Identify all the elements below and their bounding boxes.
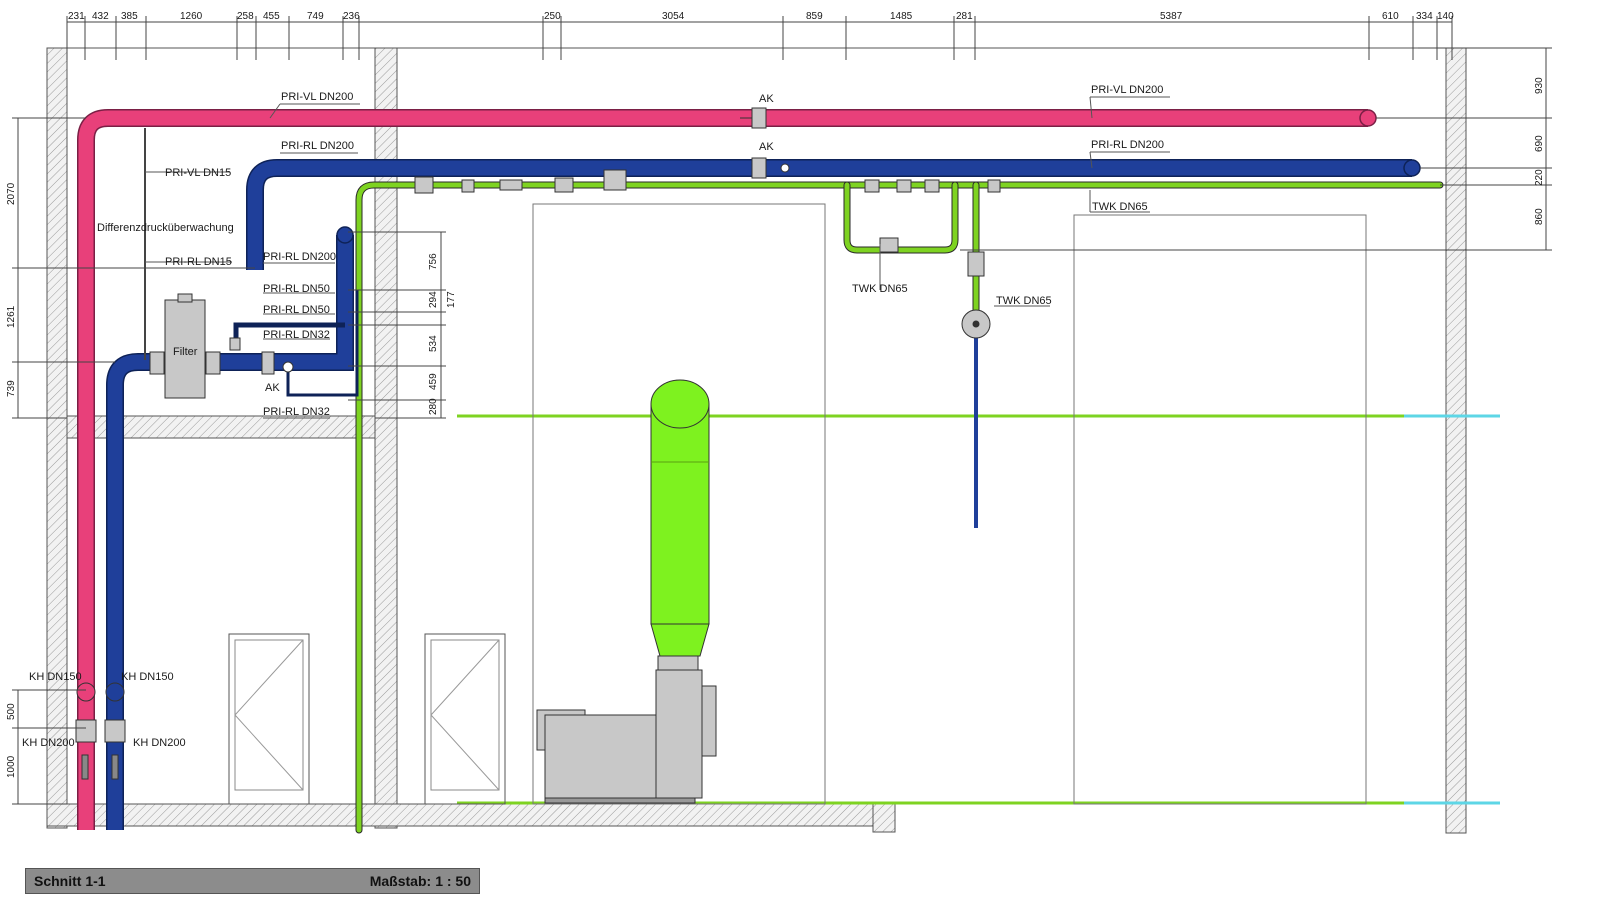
dim-left-2: 1261 [6,305,17,328]
dim-right-2: 690 [1534,135,1545,152]
kh-dn200-return [104,719,126,743]
dim-top-11: 859 [806,11,823,22]
pri-rl-dn32-line [286,290,359,397]
dim-top-6: 455 [263,11,280,22]
label-pri-rl-dn32-a: PRI-RL DN32 [263,329,330,341]
kh-dn150-supply [76,682,96,702]
scale-indicator: Maßstab: 1 : 50 [370,873,471,889]
label-twk-dn65-top: TWK DN65 [1092,201,1148,213]
dim-inner-6: 280 [428,398,439,415]
dim-inner-5: 459 [428,373,439,390]
section-title: Schnitt 1-1 [34,873,106,889]
label-pri-vl-dn200-right: PRI-VL DN200 [1091,84,1163,96]
dim-right-4: 860 [1534,208,1545,225]
ak-valve-return [751,157,767,179]
label-differenzdruck: Differenzdrucküberwachung [97,222,234,234]
label-pri-rl-dn200-mid: PRI-RL DN200 [263,251,336,263]
label-ak-return: AK [759,141,774,153]
label-filter: Filter [173,346,198,358]
room-outline-center [532,203,826,805]
dim-left-3: 739 [6,380,17,397]
dim-top-7: 749 [307,11,324,22]
room-outline-right [1073,214,1367,805]
inner-dimension-chain: 756 294 177 534 459 280 [348,231,457,419]
label-kh-dn200-a: KH DN200 [22,737,75,749]
dim-top-2: 432 [92,11,109,22]
dim-inner-4: 534 [428,335,439,352]
twk-loop [843,181,959,254]
cold-water-piping [355,181,1444,834]
dim-top-10: 3054 [662,11,685,22]
dim-left-1: 2070 [6,182,17,205]
dim-top-5: 258 [237,11,254,22]
return-piping [106,159,1421,830]
dim-left-4: 500 [6,703,17,720]
left-wall [46,47,68,829]
fittings [75,107,1001,780]
kh-dn150-return [105,682,125,702]
scale-value: 1 : 50 [435,873,471,889]
dim-top-12: 1485 [890,11,913,22]
dim-top-3: 385 [121,11,138,22]
pri-vl-end-cap [1359,109,1377,127]
building-structure [46,47,1500,834]
label-pri-vl-dn200-left: PRI-VL DN200 [281,91,353,103]
twk-main-line [355,181,1444,834]
label-twk-dn65-mid: TWK DN65 [852,283,908,295]
tank-and-pump-unit [536,379,717,804]
floor-slab-stub [872,803,896,833]
label-kh-dn150-b: KH DN150 [121,671,174,683]
dim-right-1: 930 [1534,77,1545,94]
label-twk-dn65-right: TWK DN65 [996,295,1052,307]
right-dimension-chain: 930 690 220 860 [960,47,1552,251]
dim-inner-2: 294 [428,291,439,308]
label-pri-rl-dn200-right: PRI-RL DN200 [1091,139,1164,151]
right-wall [1445,47,1467,834]
dim-top-1: 231 [68,11,85,22]
dim-inner-3: 177 [446,291,457,308]
kh-dn200-supply [75,719,97,743]
label-pri-rl-dn50-a: PRI-RL DN50 [263,283,330,295]
left-dimension-chain: 2070 1261 739 500 1000 [6,117,255,805]
intermediate-slab [66,415,376,439]
door-right [424,633,506,805]
top-dimension-chain: 231 432 385 1260 258 455 749 236 250 305… [66,11,1454,60]
dim-left-5: 1000 [6,755,17,778]
supply-piping [77,109,1377,830]
label-ak-supply: AK [759,93,774,105]
filter-body [164,299,206,399]
label-kh-dn200-b: KH DN200 [133,737,186,749]
label-pri-rl-dn50-b: PRI-RL DN50 [263,304,330,316]
dim-top-13: 281 [956,11,973,22]
label-pri-rl-dn15: PRI-RL DN15 [165,256,232,268]
label-pri-rl-dn200-top: PRI-RL DN200 [281,140,354,152]
green-tank [650,403,710,625]
dim-top-17: 140 [1437,11,1454,22]
label-kh-dn150-a: KH DN150 [29,671,82,683]
dim-top-4: 1260 [180,11,203,22]
title-block: Schnitt 1-1 Maßstab: 1 : 50 [25,868,480,894]
fan-housing [657,655,699,671]
dim-top-15: 610 [1382,11,1399,22]
ak-valve-supply [751,107,767,129]
floor-slab [46,803,896,827]
dim-top-16: 334 [1416,11,1433,22]
scale-label: Maßstab: [369,873,432,889]
dim-top-8: 236 [343,11,360,22]
pipe-labels: PRI-VL DN200 PRI-VL DN200 PRI-RL DN200 P… [22,84,1170,749]
label-pri-vl-dn15: PRI-VL DN15 [165,167,231,179]
dim-top-9: 250 [544,11,561,22]
label-pri-rl-dn32-b: PRI-RL DN32 [263,406,330,418]
dim-inner-1: 756 [428,253,439,270]
door-left [228,633,310,805]
pri-vl-dn200-main [77,109,1368,830]
dim-top-14: 5387 [1160,11,1183,22]
dim-right-3: 220 [1534,169,1545,186]
label-ak-lower: AK [265,382,280,394]
